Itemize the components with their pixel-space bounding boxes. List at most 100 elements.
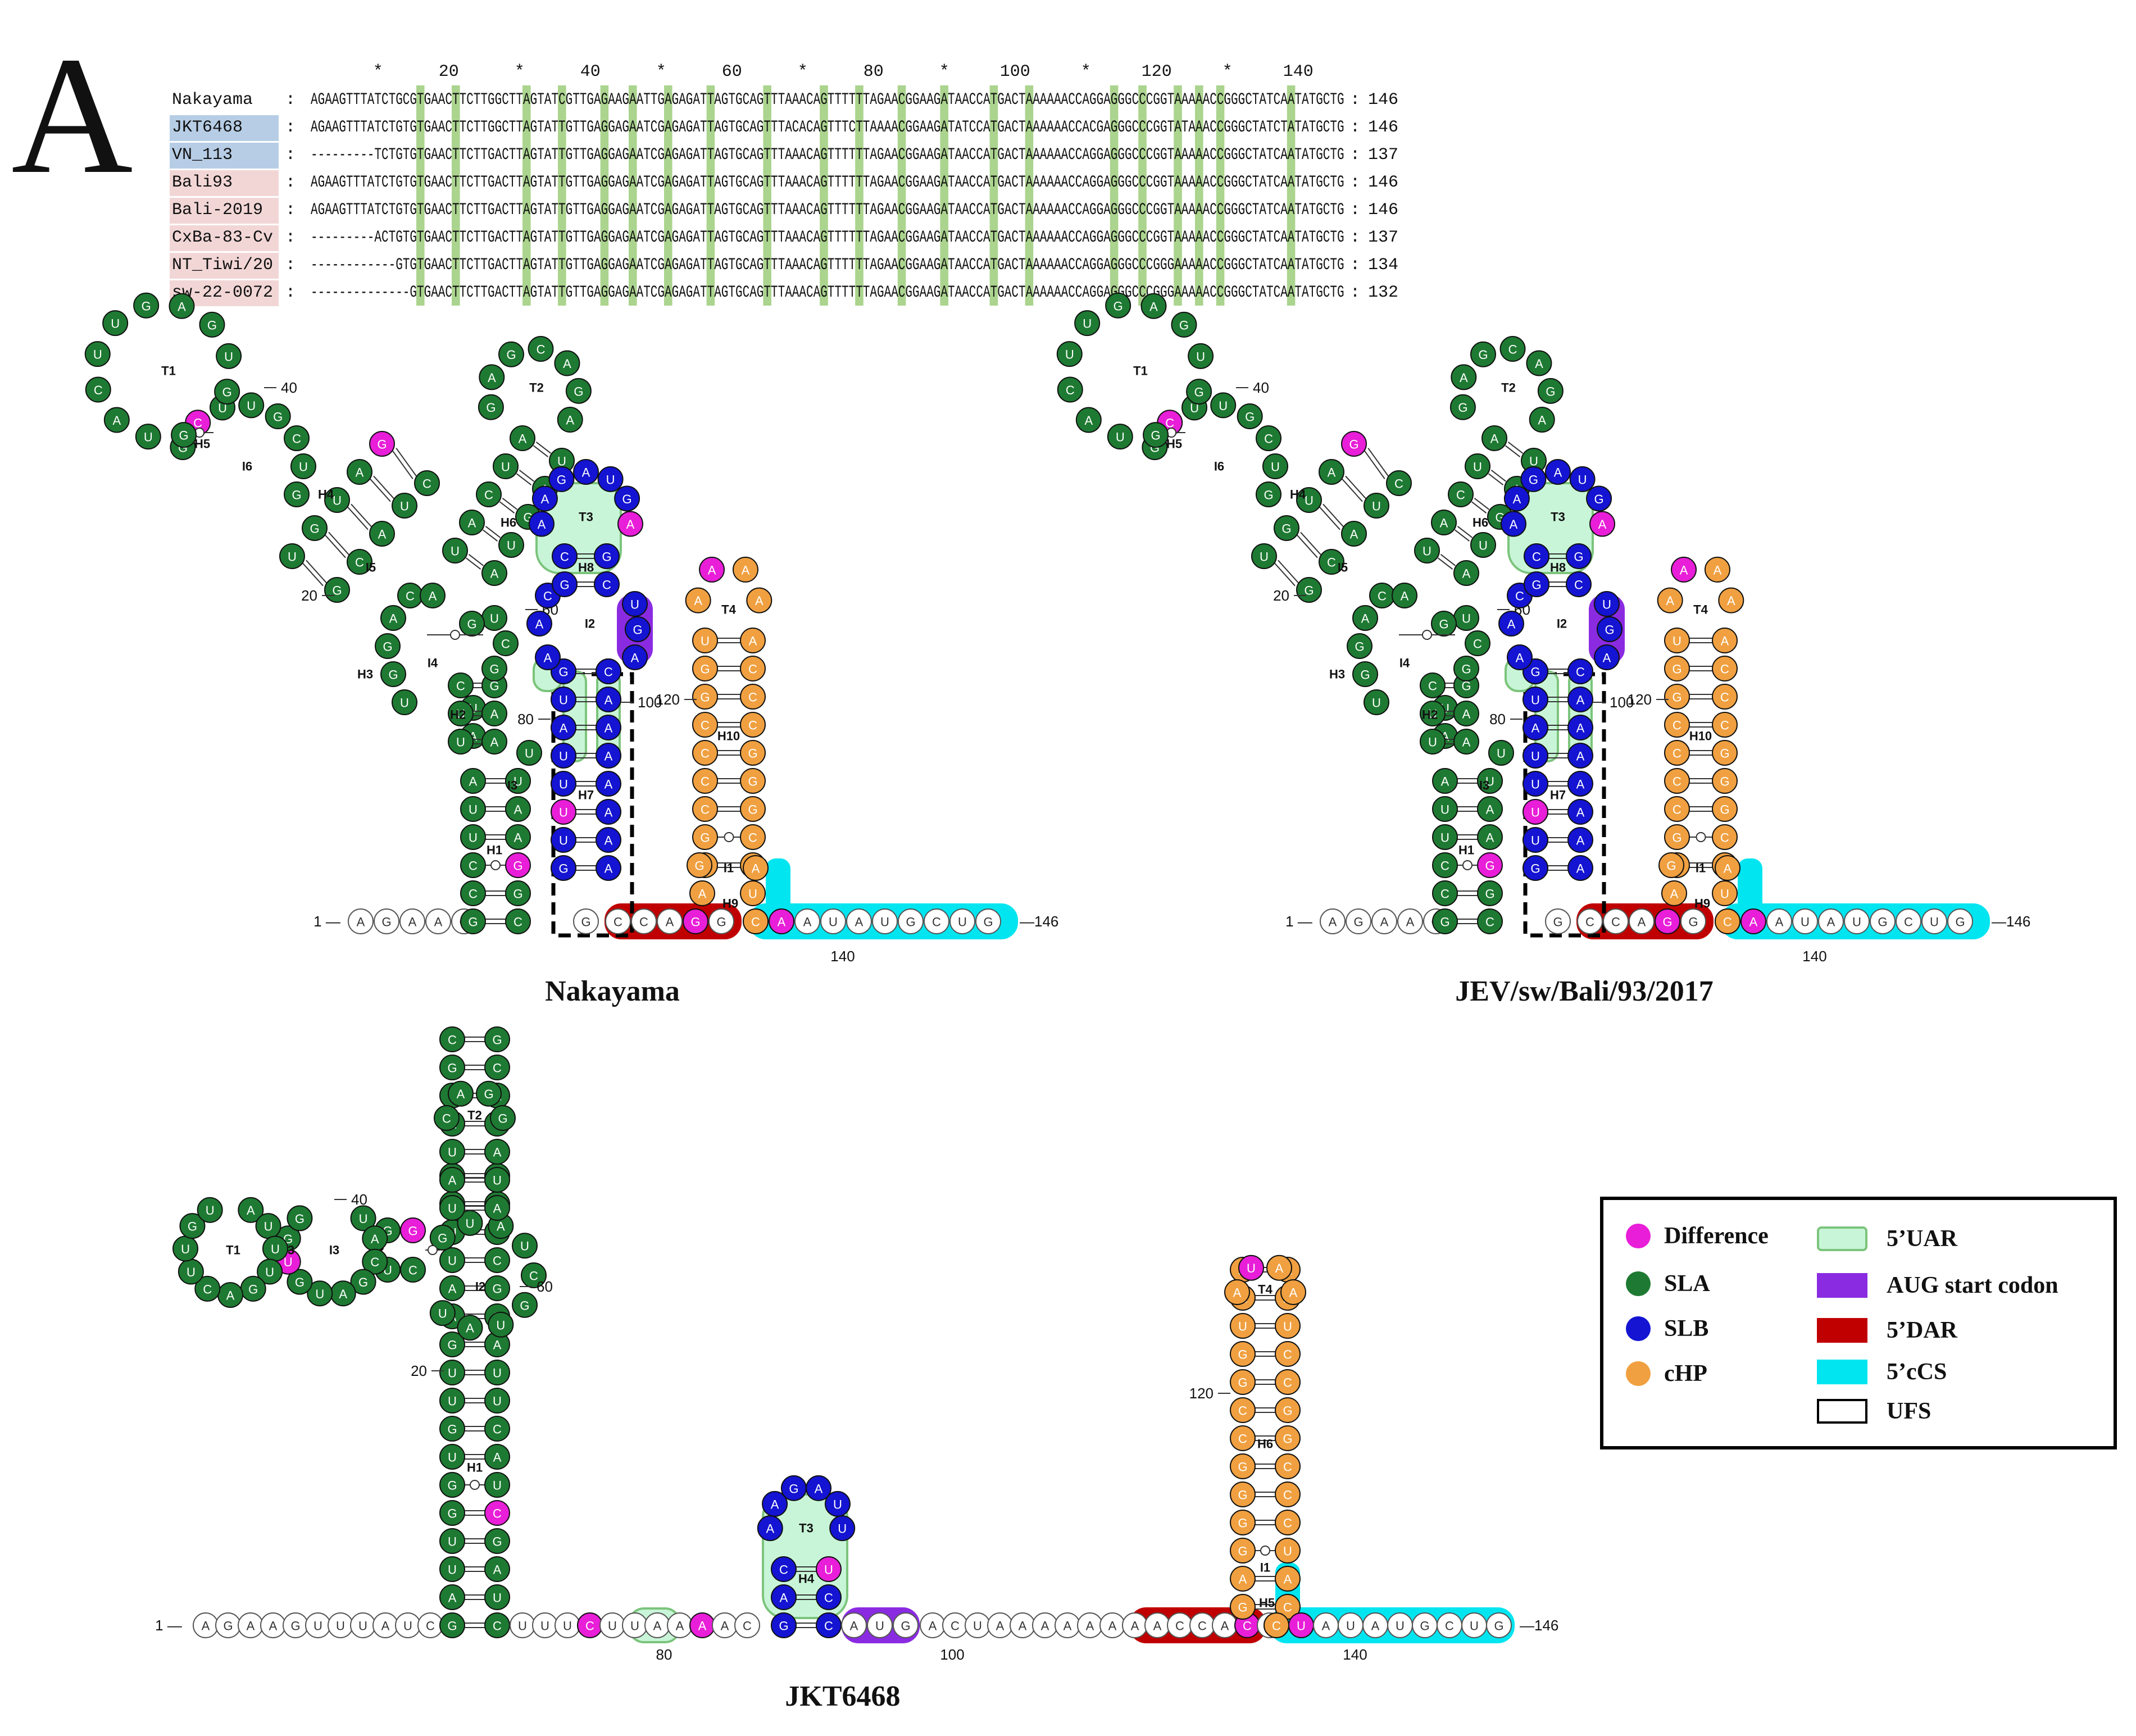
- nucleotide: A: [771, 1584, 797, 1610]
- nucleotide-letter: C: [370, 1255, 379, 1269]
- nucleotide: G: [1230, 1369, 1256, 1395]
- nucleotide: U: [1275, 1313, 1301, 1339]
- nucleotide: U: [439, 1528, 465, 1554]
- nucleotide-letter: C: [1243, 1619, 1252, 1633]
- nucleotide-letter: A: [429, 589, 437, 603]
- nucleotide-letter: U: [315, 1287, 324, 1301]
- nucleotide-letter: C: [560, 550, 569, 564]
- nucleotide-letter: U: [833, 1497, 842, 1511]
- nucleotide: A: [484, 1139, 510, 1165]
- nucleotide: A: [505, 796, 531, 822]
- nucleotide-letter: A: [1108, 1619, 1117, 1633]
- nucleotide-letter: A: [541, 492, 549, 506]
- nucleotide-letter: A: [493, 1146, 502, 1160]
- separator: :: [285, 118, 296, 137]
- nucleotide: G: [481, 656, 507, 681]
- nucleotide-letter: A: [815, 1481, 823, 1496]
- name-highlight: [170, 253, 279, 279]
- nucleotide: A: [1362, 1612, 1388, 1638]
- nucleotide: C: [1275, 1341, 1301, 1367]
- nucleotide-letter: G: [557, 472, 566, 487]
- nucleotide-letter: G: [1238, 1376, 1247, 1390]
- nucleotide-letter: C: [513, 915, 522, 929]
- nucleotide-circle: [548, 466, 575, 492]
- nucleotide-letter: A: [698, 1619, 707, 1633]
- nucleotide: A: [712, 1612, 738, 1638]
- nucleotide: A: [369, 521, 395, 547]
- nucleotide: G: [374, 908, 399, 934]
- nucleotide-circle: [740, 684, 766, 710]
- nucleotide-letter: U: [493, 1394, 502, 1408]
- nucleotide-circle: [614, 485, 640, 512]
- name-highlight: [170, 143, 279, 169]
- nucleotide: A: [193, 1612, 219, 1638]
- nucleotide: A: [1099, 1612, 1125, 1638]
- column-highlight: [452, 85, 460, 306]
- sequence-name: JKT6468: [172, 118, 243, 137]
- nucleotide: G: [265, 403, 291, 430]
- nucleotide-letter: G: [1420, 1619, 1429, 1633]
- nucleotide: U: [599, 1612, 625, 1638]
- nucleotide-letter: G: [332, 584, 342, 598]
- nucleotide-letter: A: [1371, 1619, 1380, 1633]
- nucleotide: U: [1275, 1538, 1301, 1564]
- nucleotide-letter: A: [1322, 1619, 1330, 1633]
- nucleotide: C: [484, 1416, 510, 1442]
- nucleotide-circle: [216, 343, 242, 369]
- nucleotide: A: [1032, 1612, 1058, 1638]
- nucleotide-letter: A: [408, 915, 417, 929]
- nucleotide: G: [740, 740, 766, 766]
- region-label: T4: [1258, 1283, 1272, 1297]
- column-highlight: [706, 85, 715, 306]
- nucleotide: U: [439, 1360, 465, 1385]
- nucleotide-circle: [171, 422, 197, 448]
- nucleotide: G: [1230, 1481, 1256, 1507]
- nucleotide: U: [505, 768, 531, 794]
- nucleotide-letter: C: [639, 915, 648, 929]
- nucleotide-letter: U: [111, 317, 120, 331]
- nucleotide-letter: C: [748, 719, 757, 733]
- region-label: H4: [318, 488, 334, 502]
- nucleotide: A: [380, 605, 406, 631]
- nucleotide-letter: C: [1175, 1619, 1184, 1633]
- nucleotide: C: [816, 1612, 842, 1638]
- separator: :: [1350, 201, 1360, 220]
- nucleotide-circle: [460, 908, 486, 934]
- nucleotide-letter: G: [295, 1275, 305, 1289]
- region-label: I1: [1260, 1561, 1270, 1575]
- column-highlight: [1138, 85, 1147, 306]
- nucleotide-letter: A: [1239, 1573, 1247, 1587]
- base-pair-line: [370, 479, 391, 502]
- nucleotide: C: [1167, 1612, 1193, 1638]
- nucleotide-letter: G: [388, 668, 398, 682]
- nucleotide-letter: U: [493, 1591, 502, 1605]
- column-highlight: [989, 85, 998, 306]
- nucleotide-letter: A: [626, 517, 635, 531]
- nucleotide-letter: U: [493, 1366, 502, 1380]
- nucleotide-letter: C: [824, 1591, 833, 1605]
- ruler-mark: *: [656, 62, 666, 81]
- region-label: H10: [717, 729, 740, 743]
- nucleotide-letter: U: [247, 399, 256, 413]
- nucleotide: U: [1461, 1612, 1487, 1638]
- nucleotide-letter: U: [284, 1255, 293, 1269]
- nucleotide-letter: A: [457, 1087, 465, 1101]
- nucleotide-circle: [596, 771, 621, 797]
- nucleotide-letter: G: [1238, 1348, 1247, 1362]
- region-label: H8: [578, 561, 594, 575]
- nucleotide: U: [555, 1612, 580, 1638]
- nucleotide-letter: A: [448, 1591, 457, 1605]
- nucleotide-letter: C: [1283, 1516, 1292, 1530]
- legend-swatch: [1626, 1271, 1651, 1296]
- base-pair-line: [499, 501, 515, 513]
- nucleotide: A: [617, 511, 644, 537]
- nucleotide: G: [302, 515, 328, 541]
- name-highlight: [170, 115, 279, 141]
- nucleotide-letter: G: [468, 915, 478, 929]
- nucleotide: U: [551, 743, 576, 769]
- nucleotide-letter: U: [501, 460, 510, 474]
- nucleotide-letter: A: [1289, 1286, 1298, 1300]
- region-label: H1: [467, 1461, 483, 1475]
- region-label: I3: [507, 779, 517, 793]
- nucleotide: A: [505, 824, 531, 850]
